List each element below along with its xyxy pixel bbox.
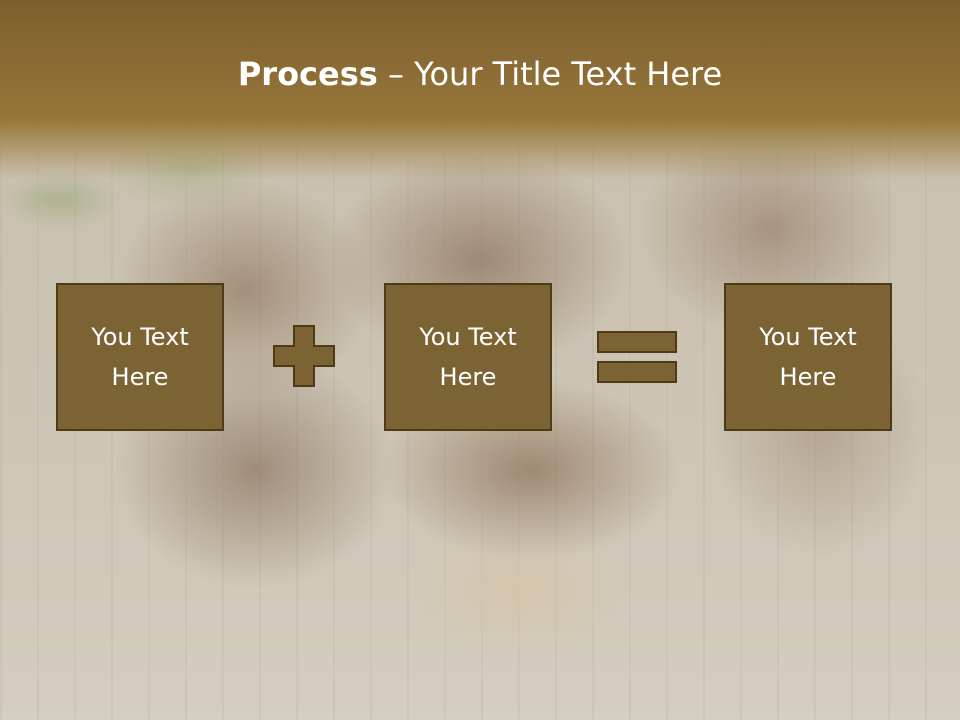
process-box-1: You Text Here: [56, 283, 224, 431]
process-box-1-text: You Text Here: [91, 323, 189, 391]
process-box-2-text: You Text Here: [419, 323, 517, 391]
title-rest: – Your Title Text Here: [377, 55, 723, 93]
plus-icon: [272, 324, 336, 388]
title-bold: Process: [237, 55, 378, 93]
header-band: [0, 0, 960, 180]
slide-title: Process – Your Title Text Here: [0, 52, 960, 96]
equals-icon: [596, 330, 678, 386]
process-box-3: You Text Here: [724, 283, 892, 431]
process-box-3-text: You Text Here: [759, 323, 857, 391]
process-box-2: You Text Here: [384, 283, 552, 431]
